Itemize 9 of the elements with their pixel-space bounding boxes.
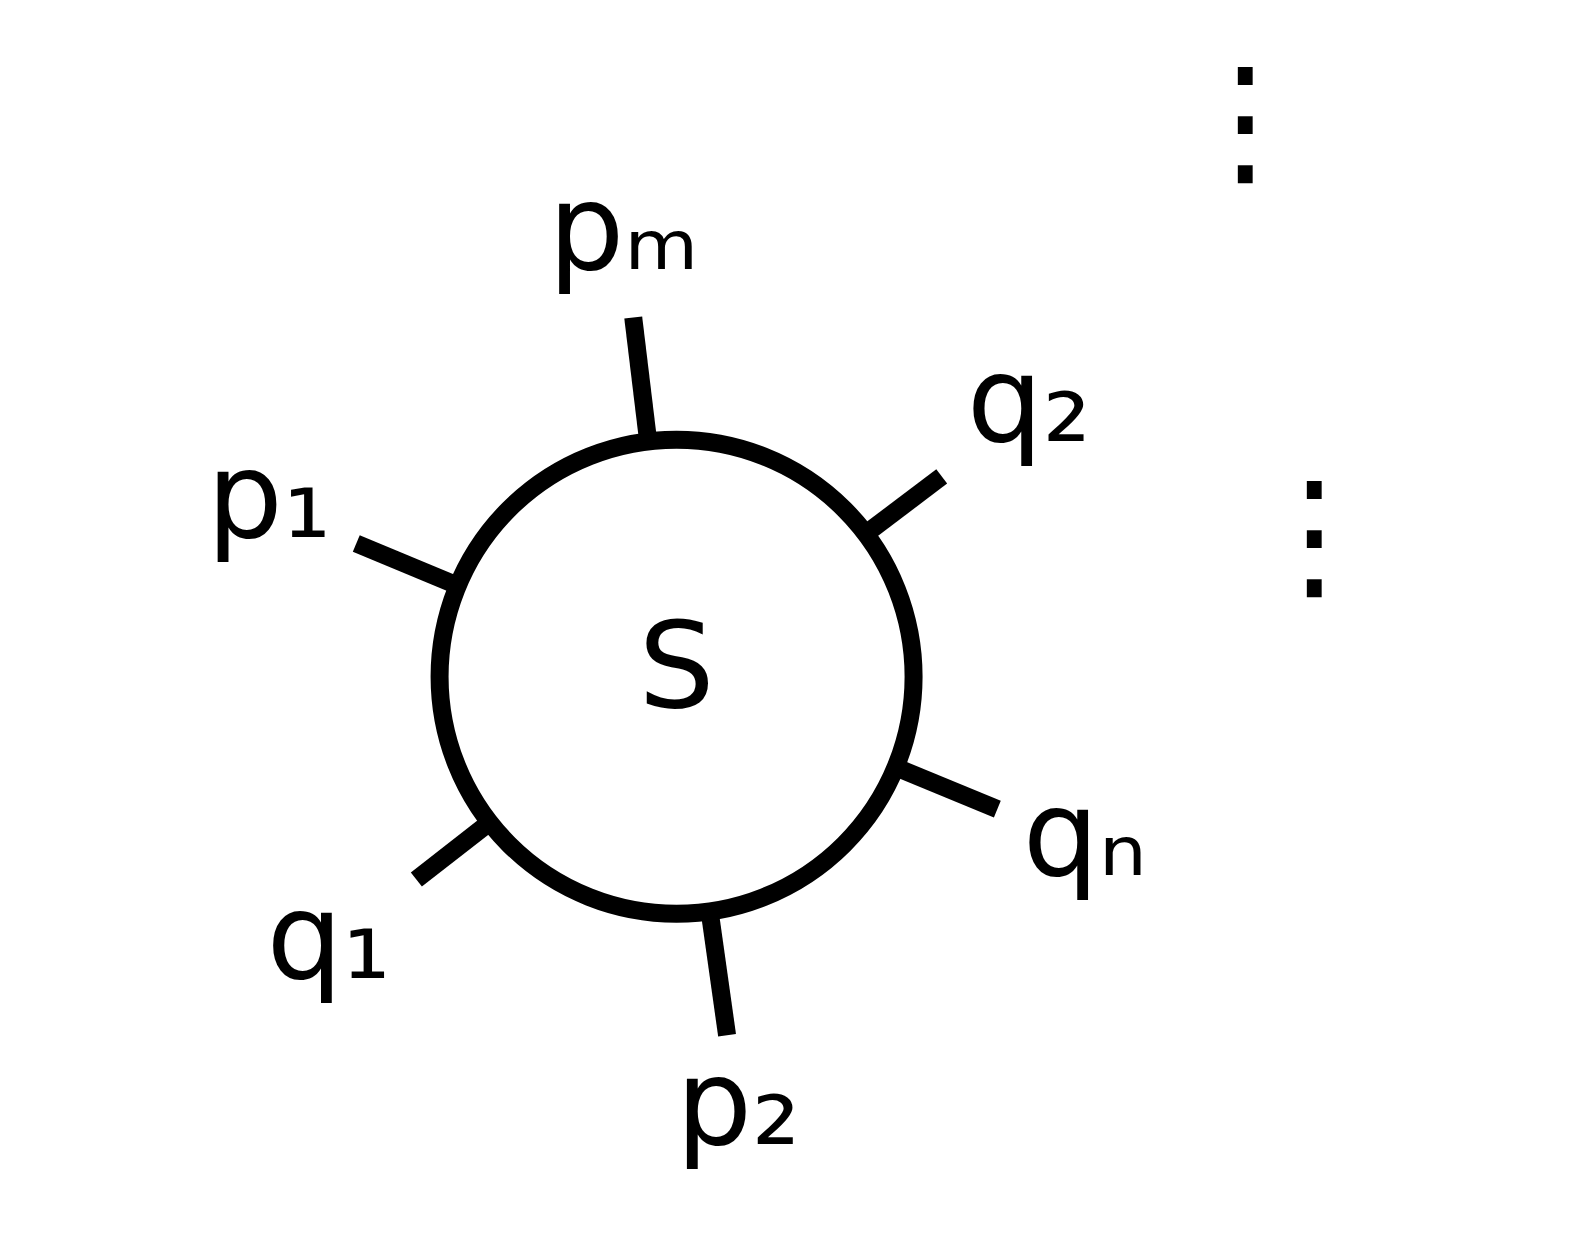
node-text: p₁: [206, 426, 331, 566]
label: ⋮: [1242, 450, 1386, 619]
node-text: qₙ: [1022, 764, 1147, 904]
node-text: q₁: [265, 866, 391, 1006]
node-text: pₘ: [547, 157, 699, 297]
label: ⋮: [1173, 36, 1317, 205]
node-text: q₂: [966, 329, 1091, 469]
node-text: p₂: [675, 1033, 800, 1172]
node-circle: S: [430, 430, 923, 923]
